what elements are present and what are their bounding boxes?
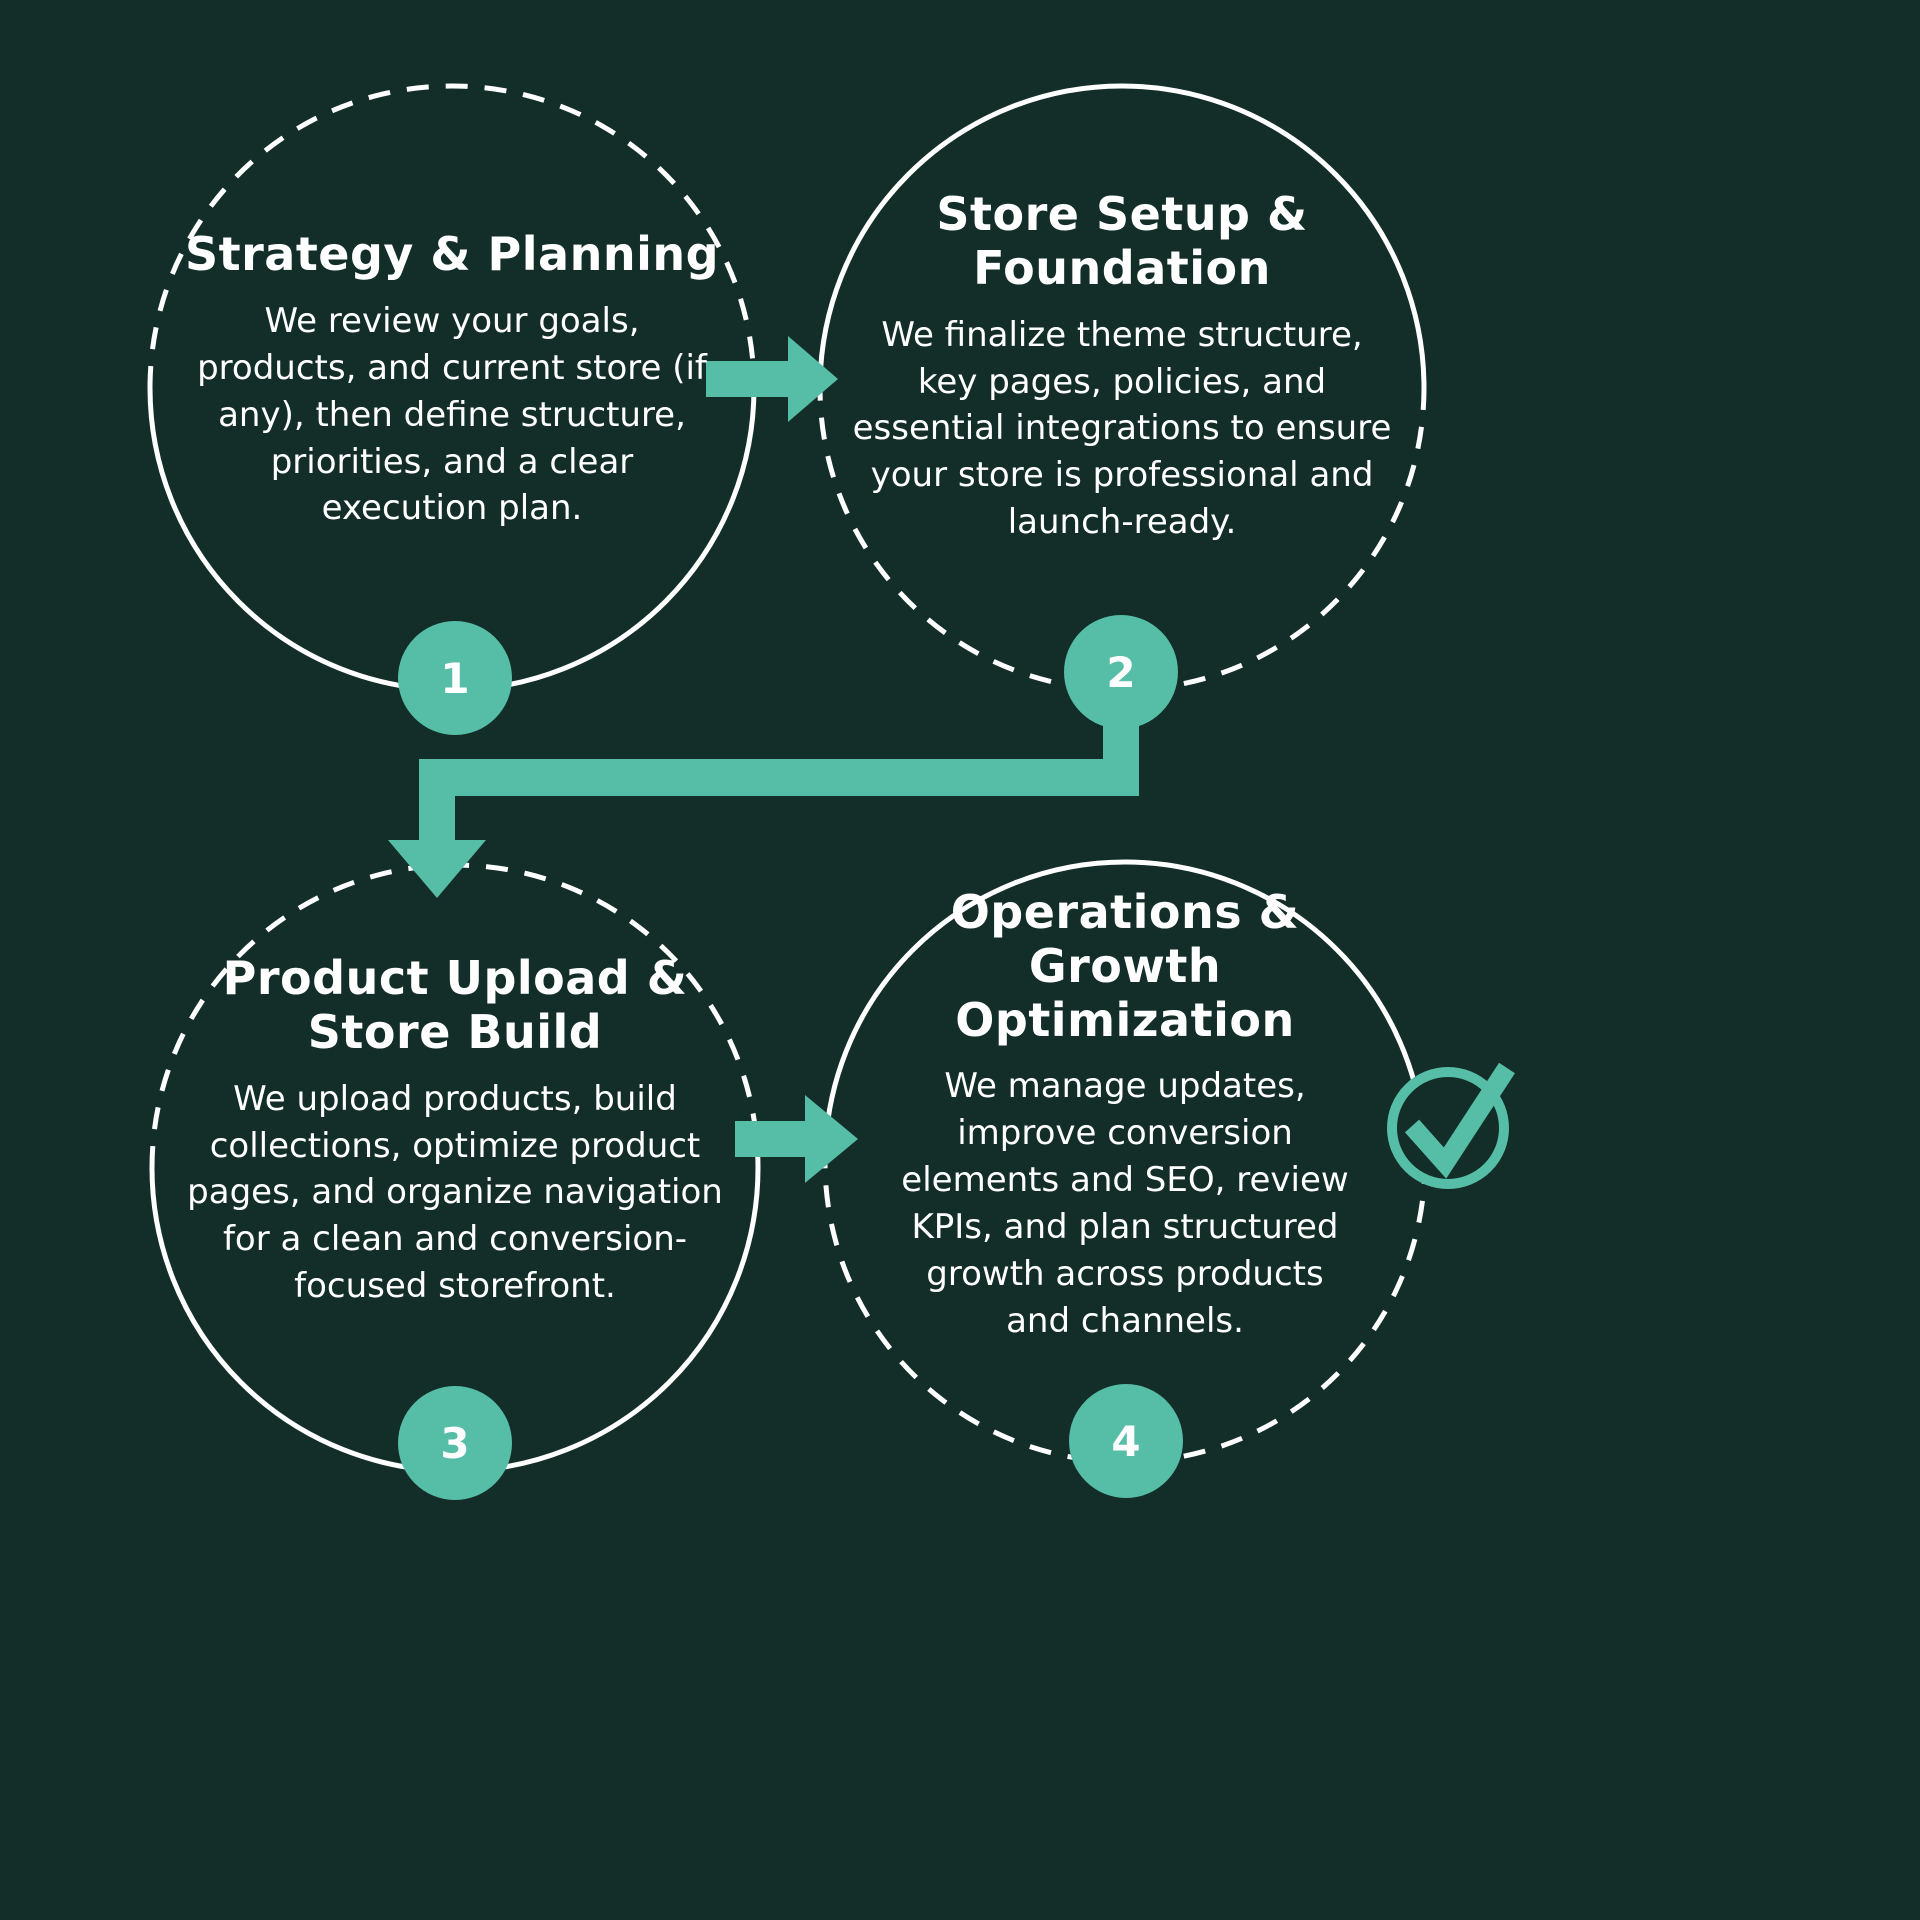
step-1: Strategy & Planning We review your goals… [142,227,762,532]
step-1-number-badge: 1 [398,621,512,735]
arrow-step3-to-step4-icon [735,1095,858,1183]
step-2-title: Store Setup & Foundation [936,187,1308,295]
checkmark-icon [1387,1062,1515,1189]
step-4-description: We manage updates, improve conversion el… [901,1066,1349,1341]
step-4-number-badge: 4 [1069,1384,1183,1498]
step-3-number-badge: 3 [398,1386,512,1500]
arrow-step1-to-step2-icon [706,336,838,422]
step-2-number-badge: 2 [1064,615,1178,729]
step-1-title: Strategy & Planning [184,227,720,281]
step-1-description: We review your goals, products, and curr… [197,300,707,529]
step-3: Product Upload & Store Build We upload p… [155,951,755,1310]
step-3-description: We upload products, build collections, o… [187,1078,723,1307]
step-2-description: We finalize theme structure, key pages, … [852,314,1392,543]
step-3-title: Product Upload & Store Build [222,951,688,1059]
step-4-title: Operations & Growth Optimization [950,885,1300,1047]
step-2: Store Setup & Foundation We finalize the… [822,187,1422,546]
step-4: Operations & Growth Optimization We mana… [825,885,1425,1345]
arrow-step2-to-step3-icon [388,710,1139,898]
